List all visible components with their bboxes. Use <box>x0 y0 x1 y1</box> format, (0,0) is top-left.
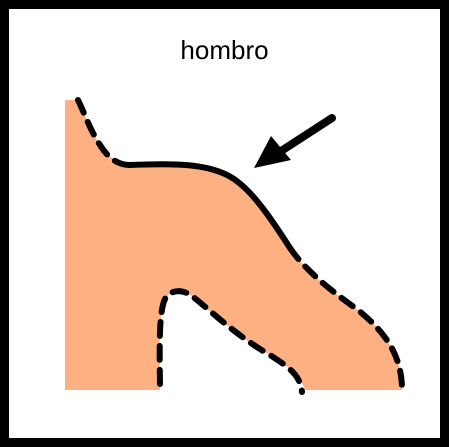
shoulder-label: hombro <box>180 35 269 65</box>
shoulder-solid-line <box>127 161 293 251</box>
outline-dashed-arch <box>156 288 305 395</box>
outline-dashed-top <box>75 97 133 168</box>
shoe-body-fill <box>65 100 402 390</box>
outline-dashed-right <box>287 245 405 393</box>
arrow-icon <box>254 114 336 168</box>
